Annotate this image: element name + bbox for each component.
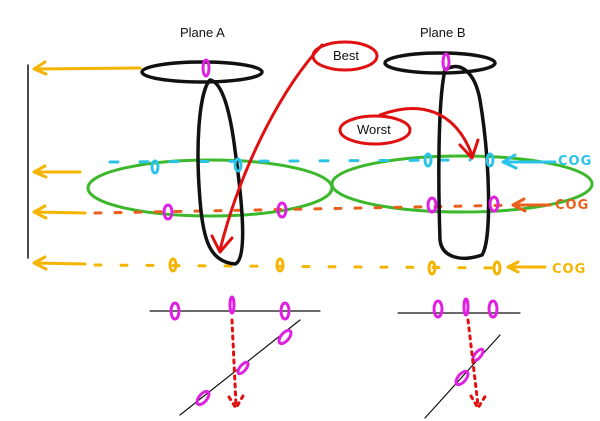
yellow-arrow-right [506,260,547,274]
best-arrow [210,43,324,254]
worst-bubble [338,114,412,146]
cyan-arrow [501,153,557,170]
plane-b-fuselage [437,64,491,260]
plane-a-tail [140,60,264,84]
plane-b-tail [383,51,497,75]
detail-b-markers [432,297,499,387]
cog-line-yellow [93,263,502,270]
worst-arrow [378,107,480,160]
weight-markers [162,52,500,221]
cog-label-mid: COG [555,198,590,213]
plane-a-fuselage [196,78,245,266]
orange-arrow [511,197,552,213]
cog-line-cyan [108,158,472,164]
cog-label-bottom: COG [552,262,587,277]
plane-b-title: Plane B [420,25,466,40]
plane-a-title: Plane A [180,25,225,40]
cyan-markers [150,152,495,175]
yellow-arrows [32,60,142,271]
best-label: Best [333,48,360,63]
cog-label-top: COG [558,154,593,169]
yellow-markers [168,257,502,276]
worst-label: Worst [357,122,391,137]
drop-arrow-a [227,318,245,410]
drop-arrow-b [466,318,488,410]
wing-a [86,158,334,218]
wing-b [330,154,594,214]
detail-a-markers [169,295,293,407]
tilt-line-b [424,334,501,419]
